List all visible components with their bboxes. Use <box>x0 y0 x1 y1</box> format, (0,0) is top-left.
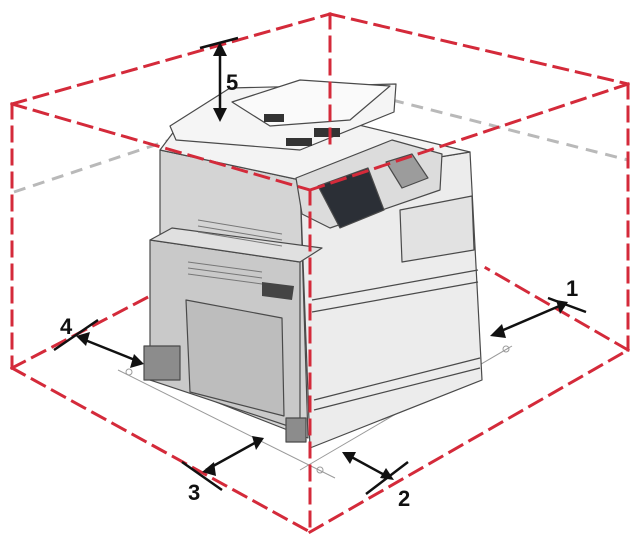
printer-illustration <box>143 79 483 449</box>
arrowhead-4-b <box>130 354 144 368</box>
dimension-5-bar <box>199 36 239 50</box>
printer-foot-left <box>143 345 181 381</box>
dimension-4-bar <box>53 318 99 352</box>
printer-front-door <box>399 195 475 263</box>
arrowhead-1-b <box>556 300 568 314</box>
clearance-box <box>9 12 631 535</box>
dimension-1-arrow <box>493 302 565 336</box>
arrowhead-3-b <box>252 436 264 450</box>
callout-2: 2 <box>398 486 410 511</box>
printer-foot-right <box>285 417 307 443</box>
callout-4: 4 <box>60 314 73 339</box>
arrowhead-5 <box>213 108 227 122</box>
arrowhead-3-a <box>202 462 216 476</box>
clearance-box-hidden-edges <box>13 98 629 194</box>
arrowhead-2-b <box>380 468 394 480</box>
side-unit-top <box>149 227 323 263</box>
feeder-guide-left <box>264 114 284 122</box>
arrowhead-5-top <box>213 42 227 56</box>
dimension-3-bar <box>181 460 223 492</box>
dimension-4-arrow <box>79 336 141 364</box>
output-tray-handle <box>262 282 294 300</box>
arrowheads <box>76 42 568 480</box>
arrowhead-4-a <box>76 332 90 346</box>
vent-grille <box>187 219 283 285</box>
callout-5: 5 <box>226 70 238 95</box>
dimension-markers <box>53 36 587 495</box>
feeder-slot <box>286 138 312 146</box>
arrowhead-2-a <box>342 452 356 464</box>
callout-1: 1 <box>566 276 578 301</box>
callout-3: 3 <box>188 480 200 505</box>
feeder-guide-right <box>314 128 340 137</box>
arrowhead-1-a <box>490 324 506 338</box>
output-tray <box>185 299 285 417</box>
dimension-1-bar <box>547 296 587 314</box>
dimension-3-arrow <box>205 438 261 472</box>
